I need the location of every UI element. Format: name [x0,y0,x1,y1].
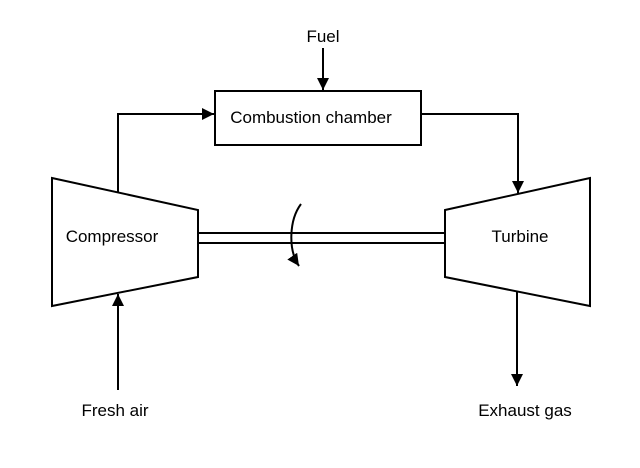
combustion-chamber-box [214,90,422,146]
compressor-label: Compressor [65,227,159,246]
rotation-arrow [287,203,302,267]
compressor-shape [51,176,199,308]
fuel-label: Fuel [306,27,340,46]
fresh-air-label: Fresh air [81,401,149,420]
turbine-label: Turbine [491,227,549,246]
combustion-to-turbine-arrow [421,113,524,193]
compressor-to-combustion-arrow [117,108,214,193]
combustion-chamber-label: Combustion chamber [230,108,392,127]
exhaust-gas-label: Exhaust gas [478,401,572,420]
shaft [198,232,445,244]
turbine-shape [444,176,591,308]
